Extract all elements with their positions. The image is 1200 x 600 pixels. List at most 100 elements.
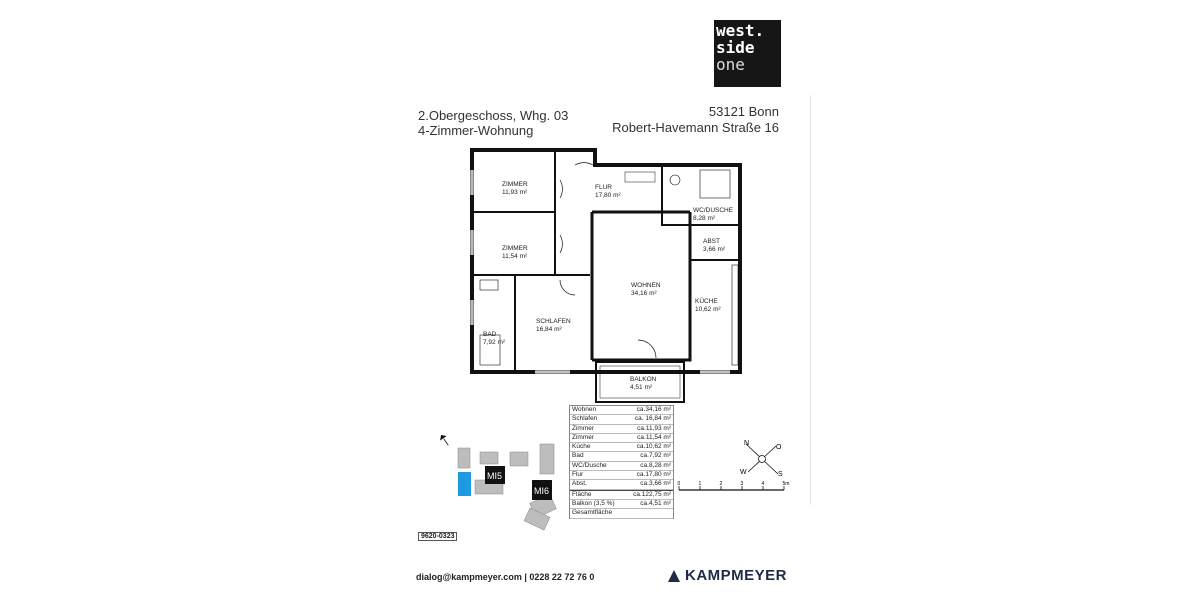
area-label: Küche — [572, 443, 591, 451]
area-row: Abst. ca.3,66 m² — [570, 480, 673, 490]
wall-wohnen-right — [592, 212, 692, 362]
unit-highlight — [458, 472, 471, 496]
room-name-zimmer-1: ZIMMER — [502, 181, 528, 188]
room-area-zimmer-2: 11,54 m² — [502, 253, 528, 260]
area-value: ca.34,16 m² — [636, 406, 671, 413]
area-row: Fläche ca.122,75 m² — [570, 489, 673, 500]
kampmeyer-logo-icon — [668, 569, 680, 582]
scale-tick-label: 2 — [720, 481, 723, 487]
room-area-flur: 17,80 m² — [595, 192, 621, 199]
area-label: Balkon (3,5 %) — [572, 499, 615, 507]
compass-o: O — [776, 444, 782, 451]
compass-rose: N O S W — [740, 440, 783, 478]
brand-name: KAMPMEYER — [685, 567, 788, 584]
address-city: 53121 Bonn — [708, 104, 779, 119]
unit-heading: 2.Obergeschoss, Whg. 03 4-Zimmer-Wohnung — [418, 108, 568, 138]
room-name-balkon: BALKON — [630, 376, 657, 383]
west-side-one-logo: west. side one — [714, 20, 781, 87]
address-street: Robert-Havemann Straße 16 — [612, 120, 779, 135]
room-area-abst: 3,66 m² — [703, 246, 726, 253]
room-name-flur: FLUR — [595, 184, 612, 191]
scale-tick-label: 0 — [678, 481, 681, 487]
area-row: Balkon (3,5 %) ca.4,51 m² — [570, 499, 673, 510]
plan-code: 9620-0323 — [418, 532, 458, 541]
area-row: WC/Dusche ca.8,28 m² — [570, 461, 673, 472]
building-mi5-badge — [485, 466, 505, 484]
area-label: WC/Dusche — [572, 461, 607, 469]
scale-tick-label: 3 — [741, 481, 744, 487]
logo-line-3: one — [716, 55, 745, 74]
area-label: Zimmer — [572, 433, 595, 441]
area-value: ca.10,62 m² — [636, 443, 671, 451]
area-label: Abst. — [572, 480, 587, 488]
address-heading: 53121 Bonn Robert-Havemann Straße 16 — [612, 104, 779, 136]
room-labels: ZIMMER 11,93 m² ZIMMER 11,54 m² FLUR 17,… — [483, 181, 734, 391]
logo-line-1: west. — [716, 21, 765, 40]
building-block — [457, 447, 471, 469]
room-name-bad: BAD — [483, 331, 497, 338]
sheet-edge — [810, 95, 811, 505]
wall-abst — [689, 225, 740, 261]
room-area-balkon: 4,51 m² — [630, 384, 653, 391]
area-value: ca.3,66 m² — [640, 480, 671, 488]
area-row: Zimmer ca.11,54 m² — [570, 433, 673, 444]
wc-shower — [699, 169, 731, 199]
area-label: Wohnen — [572, 406, 597, 413]
flur-wardrobe — [624, 171, 656, 183]
logo-line-2: side — [716, 38, 755, 57]
scale-bar: 0 1 2 3 4 5m — [678, 481, 790, 491]
scale-tick-label: 4 — [762, 481, 765, 487]
area-row: Küche ca.10,62 m² — [570, 443, 673, 453]
area-label: Schlafen — [572, 415, 598, 423]
door-zimmer1 — [559, 179, 563, 199]
balcony-inner — [599, 365, 681, 399]
site-key-map: MI5 MI6 — [440, 434, 557, 531]
area-label: Fläche — [572, 490, 592, 498]
door-zimmer2 — [559, 234, 563, 254]
compass-w: W — [740, 469, 747, 476]
area-row: Flur ca.17,80 m² — [570, 471, 673, 481]
area-table: Wohnen ca.34,16 m² Schlafen ca. 16,84 m² Zim… — [569, 405, 674, 519]
door-balkon — [637, 339, 657, 359]
scale-tick-label: 1 — [699, 481, 702, 487]
room-area-wc: 8,28 m² — [693, 215, 716, 222]
area-value: ca.17,80 m² — [636, 471, 671, 479]
scale-tick-label: 5m — [783, 481, 790, 487]
floor-plan: ZIMMER 11,93 m² ZIMMER 11,54 m² FLUR 17,… — [470, 148, 742, 403]
building-mi6-label: MI6 — [534, 486, 549, 496]
area-label: Zimmer — [572, 424, 595, 432]
area-value: ca.11,54 m² — [637, 433, 671, 441]
compass-s: S — [778, 471, 783, 478]
kitchen-counter — [731, 264, 739, 366]
door-entrance — [574, 162, 594, 166]
area-label: Gesamtfläche — [572, 509, 613, 517]
compass-n: N — [744, 440, 749, 447]
key-map-north-arrow — [440, 434, 449, 446]
kampmeyer-brand: KAMPMEYER — [667, 567, 787, 584]
area-label: Bad — [572, 452, 584, 460]
room-name-wc: WC/DUSCHE — [693, 207, 734, 214]
room-name-kueche: KÜCHE — [695, 297, 718, 305]
contact-info: dialog@kampmeyer.com | 0228 22 72 76 0 — [416, 572, 595, 582]
area-value: ca.4,51 m² — [640, 499, 671, 507]
area-row: Bad ca.7,92 m² — [570, 452, 673, 462]
area-value: ca. 16,84 m² — [634, 415, 671, 423]
building-mi5-label: MI5 — [487, 471, 502, 481]
area-label: Flur — [572, 471, 584, 479]
building-block — [523, 507, 551, 531]
compass-center — [758, 455, 766, 463]
unit-floor: 2.Obergeschoss, Whg. 03 — [418, 108, 569, 123]
room-name-zimmer-2: ZIMMER — [502, 245, 528, 252]
area-value: ca.122,75 m² — [633, 490, 671, 498]
building-block — [479, 451, 499, 465]
building-mi6-badge — [532, 480, 552, 500]
area-value: ca.8,28 m² — [640, 461, 671, 469]
room-area-wohnen: 34,16 m² — [631, 290, 657, 297]
balcony-outline — [595, 361, 685, 403]
wall-wc — [661, 165, 740, 226]
area-value: ca.7,92 m² — [640, 452, 671, 460]
door-schlafen — [559, 279, 576, 296]
area-value: ca.11,93 m² — [637, 424, 671, 432]
unit-type: 4-Zimmer-Wohnung — [418, 123, 534, 138]
area-row: Wohnen ca.34,16 m² — [570, 406, 673, 416]
